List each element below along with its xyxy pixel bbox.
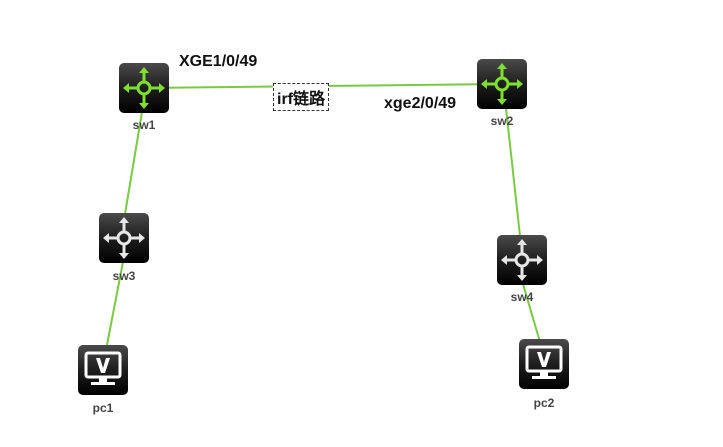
link-sw4-pc2[interactable] xyxy=(522,283,541,343)
node-label-sw3: sw3 xyxy=(112,269,136,283)
node-sw1[interactable] xyxy=(118,62,170,114)
monitor-icon xyxy=(519,339,569,389)
node-label-sw1: sw1 xyxy=(132,118,156,132)
node-label-sw2: sw2 xyxy=(490,114,514,128)
router-switch-icon xyxy=(477,59,527,109)
port-label-sw1: XGE1/0/49 xyxy=(179,53,258,70)
node-pc2[interactable] xyxy=(518,338,570,390)
node-pc1[interactable] xyxy=(77,344,129,396)
port-label-sw2: xge2/0/49 xyxy=(384,95,457,112)
link-sw2-sw4[interactable] xyxy=(505,107,521,237)
node-label-pc2: pc2 xyxy=(533,396,555,410)
link-sw1-sw3[interactable] xyxy=(124,111,143,215)
node-sw4[interactable] xyxy=(496,234,548,286)
router-switch-icon xyxy=(99,213,149,263)
router-switch-icon xyxy=(119,63,169,113)
router-switch-icon xyxy=(497,235,547,285)
monitor-icon xyxy=(78,345,128,395)
node-sw3[interactable] xyxy=(98,212,150,264)
link-label-irf: irf链路 xyxy=(273,83,330,111)
link-sw3-pc1[interactable] xyxy=(105,261,124,351)
node-label-pc1: pc1 xyxy=(92,401,114,415)
node-sw2[interactable] xyxy=(476,58,528,110)
node-label-sw4: sw4 xyxy=(510,290,534,304)
